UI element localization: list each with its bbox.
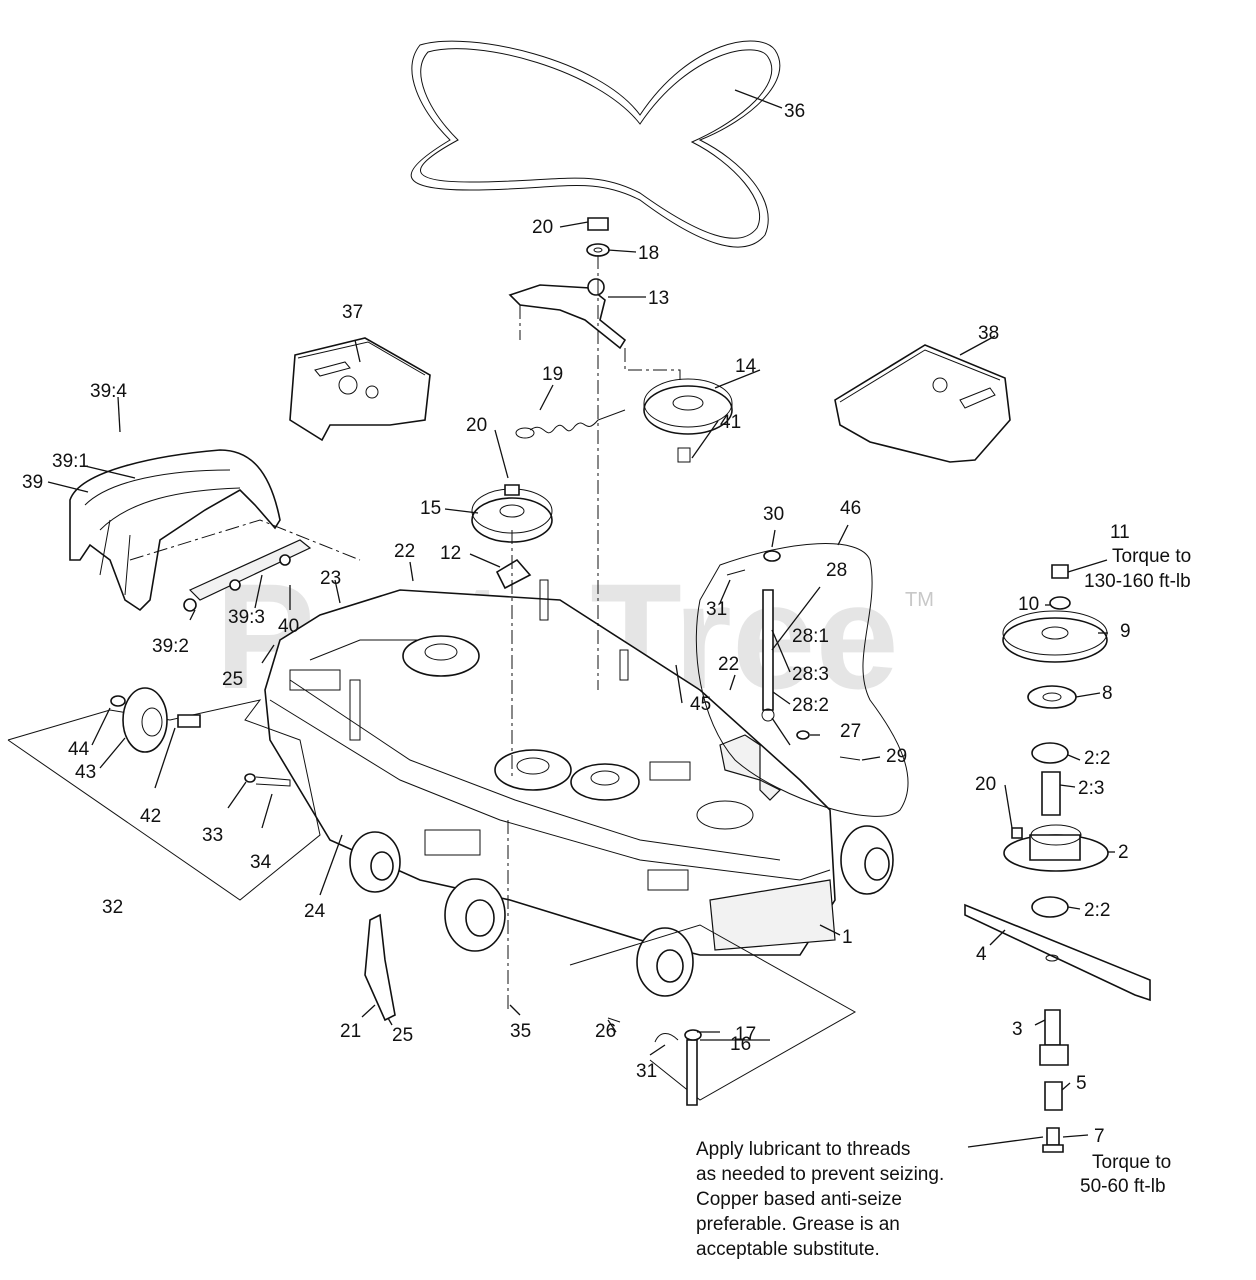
callout-17: 17 [735, 1024, 756, 1045]
callout-36: 36 [784, 101, 805, 122]
callout-39-4: 39:4 [90, 381, 127, 402]
belt-drawing [410, 40, 781, 248]
nut-20-mid [504, 484, 520, 496]
idler-arm [508, 278, 627, 350]
lubricant-note-line1: Apply lubricant to threads [696, 1139, 910, 1160]
callout-13: 13 [648, 288, 669, 309]
callout-30: 30 [763, 504, 784, 525]
callout-29: 29 [886, 746, 907, 767]
callout-24: 24 [304, 901, 326, 922]
callout-20-right: 20 [975, 774, 996, 795]
shield-39 [69, 449, 281, 612]
callout-8: 8 [1102, 683, 1113, 704]
callout-1: 1 [842, 927, 853, 948]
bolt-41 [677, 447, 691, 463]
callout-20-mid: 20 [466, 415, 487, 436]
lubricant-note-line4: preferable. Grease is an [696, 1214, 900, 1235]
cover-left [289, 337, 431, 442]
callout-25-left: 25 [222, 669, 243, 690]
callout-44: 44 [68, 739, 90, 760]
callout-23: 23 [320, 568, 341, 589]
callout-45: 45 [690, 694, 711, 715]
callout-2-2-upper: 2:2 [1084, 748, 1110, 769]
cone-12 [495, 558, 532, 590]
lubricant-note-line3: Copper based anti-seize [696, 1189, 902, 1210]
bracket-39-2 [183, 539, 312, 612]
callout-28-1: 28:1 [792, 626, 829, 647]
callout-2-3: 2:3 [1078, 778, 1104, 799]
callout-22-right: 22 [718, 654, 739, 675]
spindle-stack [964, 564, 1151, 1153]
callout-20-top: 20 [532, 217, 553, 238]
callout-40: 40 [278, 616, 299, 637]
callout-28-3: 28:3 [792, 664, 829, 685]
callout-22-left: 22 [394, 541, 415, 562]
callout-32: 32 [102, 897, 123, 918]
callout-26: 26 [595, 1021, 616, 1042]
callout-28: 28 [826, 560, 847, 581]
callout-9: 9 [1120, 621, 1131, 642]
callout-2-2-lower: 2:2 [1084, 900, 1110, 921]
callout-34: 34 [250, 852, 272, 873]
callout-37: 37 [342, 302, 363, 323]
note-torque-7-line1: Torque to [1092, 1152, 1171, 1173]
callout-labels: 36 20 18 13 37 38 14 19 39:4 41 20 39:1 … [22, 101, 1191, 1197]
callout-21: 21 [340, 1021, 361, 1042]
lubricant-note-line2: as needed to prevent seizing. [696, 1164, 944, 1185]
pin-group-16 [569, 924, 857, 1106]
callout-31-bottom: 31 [636, 1061, 657, 1082]
callout-5: 5 [1076, 1073, 1087, 1094]
callout-10: 10 [1018, 594, 1039, 615]
callout-39-1: 39:1 [52, 451, 89, 472]
callout-3: 3 [1012, 1019, 1023, 1040]
watermark-tm: TM [905, 589, 934, 611]
callout-25-bottom: 25 [392, 1025, 413, 1046]
leader-lines [47, 89, 1115, 1148]
deck-bracket-rear [719, 734, 782, 801]
callout-27: 27 [840, 721, 861, 742]
callout-39: 39 [22, 472, 43, 493]
callout-46: 46 [840, 498, 861, 519]
callout-15: 15 [420, 498, 441, 519]
callout-16: 16 [730, 1034, 751, 1055]
assembly-lines [129, 255, 681, 1010]
callout-33: 33 [202, 825, 223, 846]
bracket-21 [364, 913, 396, 1022]
mower-deck [264, 579, 894, 997]
callout-18: 18 [638, 243, 659, 264]
callout-39-2: 39:2 [152, 636, 189, 657]
spring [515, 409, 626, 439]
note-torque-11-line2: 130-160 ft-lb [1084, 571, 1191, 592]
group-outline-46 [695, 543, 909, 817]
idler-pulley-14 [643, 378, 733, 435]
nut-washer-top [586, 217, 610, 257]
callout-38: 38 [978, 323, 999, 344]
height-pin-28 [726, 550, 861, 761]
callout-7: 7 [1094, 1126, 1105, 1147]
callout-42: 42 [140, 806, 161, 827]
callout-31-top: 31 [706, 599, 727, 620]
cover-right [834, 344, 1011, 463]
callout-43: 43 [75, 762, 96, 783]
callout-41: 41 [720, 412, 741, 433]
callout-14: 14 [735, 356, 757, 377]
callout-11: 11 [1110, 522, 1130, 543]
callout-39-3: 39:3 [228, 607, 265, 628]
lubricant-note-line5: acceptable substitute. [696, 1239, 880, 1260]
note-torque-11-line1: Torque to [1112, 546, 1191, 567]
callout-4: 4 [976, 944, 987, 965]
note-torque-7-line2: 50-60 ft-lb [1080, 1176, 1166, 1197]
callout-28-2: 28:2 [792, 695, 829, 716]
callout-19: 19 [542, 364, 563, 385]
callout-2: 2 [1118, 842, 1129, 863]
callout-12: 12 [440, 543, 461, 564]
callout-35: 35 [510, 1021, 531, 1042]
lubricant-note: Apply lubricant to threads as needed to … [696, 1139, 944, 1260]
caster-wheel-group [7, 687, 321, 901]
